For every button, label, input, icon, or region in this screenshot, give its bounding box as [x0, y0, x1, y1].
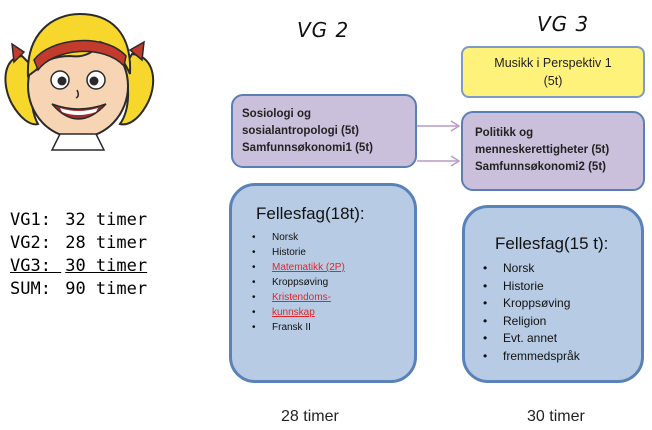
subject-item: Evt. annet	[473, 330, 641, 348]
subject-item: Historie	[242, 245, 414, 260]
total-label: SUM:	[10, 279, 51, 299]
vg2-elective-line3: Samfunnsøkonomi1 (5t)	[242, 142, 373, 154]
subject-item: Kroppsøving	[242, 275, 414, 290]
music-line1: Musikk i Perspektiv 1	[494, 56, 612, 70]
subject-item-continued: kunnskap	[242, 305, 414, 320]
subject-item: Norsk	[473, 260, 641, 278]
total-label: VG3:	[10, 256, 51, 276]
subject-text: Kristendoms-	[272, 292, 331, 303]
vg2-header: VG 2	[297, 18, 350, 42]
arrow-bottom	[417, 155, 461, 167]
vg2-electives-box: Sosiologi og sosialantropologi (5t) Samf…	[231, 94, 417, 168]
total-label: VG2:	[10, 233, 51, 253]
vg2-total-hours: 28 timer	[281, 408, 339, 425]
subject-text: Fransk II	[272, 322, 311, 333]
total-label: VG1:	[10, 210, 51, 230]
subject-text: Matematikk (2P)	[272, 262, 345, 273]
subject-text: Norsk	[272, 232, 299, 243]
vg2-fellesfag-box: Fellesfag(18t): Norsk Historie Matematik…	[229, 183, 417, 383]
vg2-subject-list: Norsk Historie Matematikk (2P) Kroppsøvi…	[242, 230, 414, 335]
subject-item: Kristendoms-	[242, 290, 414, 305]
subject-text: Kroppsøving	[272, 277, 329, 288]
subject-text: Historie	[272, 247, 306, 258]
vg3-fellesfag-title: Fellesfag(15 t):	[495, 234, 609, 253]
vg3-total-hours: 30 timer	[527, 408, 585, 425]
subject-item: Norsk	[242, 230, 414, 245]
subject-text: Kroppsøving	[503, 296, 571, 310]
total-row-vg2: VG2: 28 timer	[10, 232, 147, 255]
total-row-vg1: VG1: 32 timer	[10, 209, 147, 232]
total-value: 30 timer	[65, 256, 148, 276]
subject-item: Kroppsøving	[473, 295, 641, 313]
vg3-fellesfag-box: Fellesfag(15 t): Norsk Historie Kroppsøv…	[462, 205, 644, 383]
subject-item: Historie	[473, 278, 641, 296]
vg3-elective-line2: menneskerettigheter (5t)	[475, 144, 610, 156]
vg3-elective-line1: Politikk og	[475, 127, 534, 139]
subject-item: Matematikk (2P)	[242, 260, 414, 275]
hours-totals: VG1: 32 timer VG2: 28 timer VG3: 30 time…	[10, 209, 147, 301]
vg2-elective-line2: sosialantropologi (5t)	[242, 125, 359, 137]
vg2-fellesfag-title: Fellesfag(18t):	[256, 204, 365, 223]
total-row-vg3: VG3: 30 timer	[10, 255, 147, 278]
subject-item: Fransk II	[242, 320, 414, 335]
subject-text: Historie	[503, 278, 544, 293]
subject-item: Religion	[473, 313, 641, 331]
subject-text: Religion	[503, 313, 547, 328]
music-line2: (5t)	[543, 74, 563, 88]
subject-text: fremmedspråk	[503, 348, 580, 363]
vg3-music-box: Musikk i Perspektiv 1 (5t)	[461, 46, 645, 98]
total-value: 32 timer	[65, 210, 148, 230]
progression-arrows	[417, 120, 461, 167]
vg3-header: VG 3	[537, 12, 590, 36]
subject-text: Norsk	[503, 261, 535, 275]
vg2-elective-line1: Sosiologi og	[242, 108, 311, 120]
total-value: 28 timer	[65, 233, 148, 253]
vg3-elective-line3: Samfunnsøkonomi2 (5t)	[475, 161, 606, 173]
total-row-sum: SUM: 90 timer	[10, 278, 147, 301]
vg3-electives-box: Politikk og menneskerettigheter (5t) Sam…	[461, 111, 645, 191]
cartoon-girl-illustration	[4, 12, 155, 151]
vg3-subject-list: Norsk Historie Kroppsøving Religion Evt.…	[473, 260, 641, 365]
arrow-top	[417, 120, 461, 132]
total-value: 90 timer	[65, 279, 148, 299]
subject-text: kunnskap	[272, 307, 315, 318]
subject-text: Evt. annet	[503, 331, 558, 345]
subject-item-continued: fremmedspråk	[473, 348, 641, 366]
